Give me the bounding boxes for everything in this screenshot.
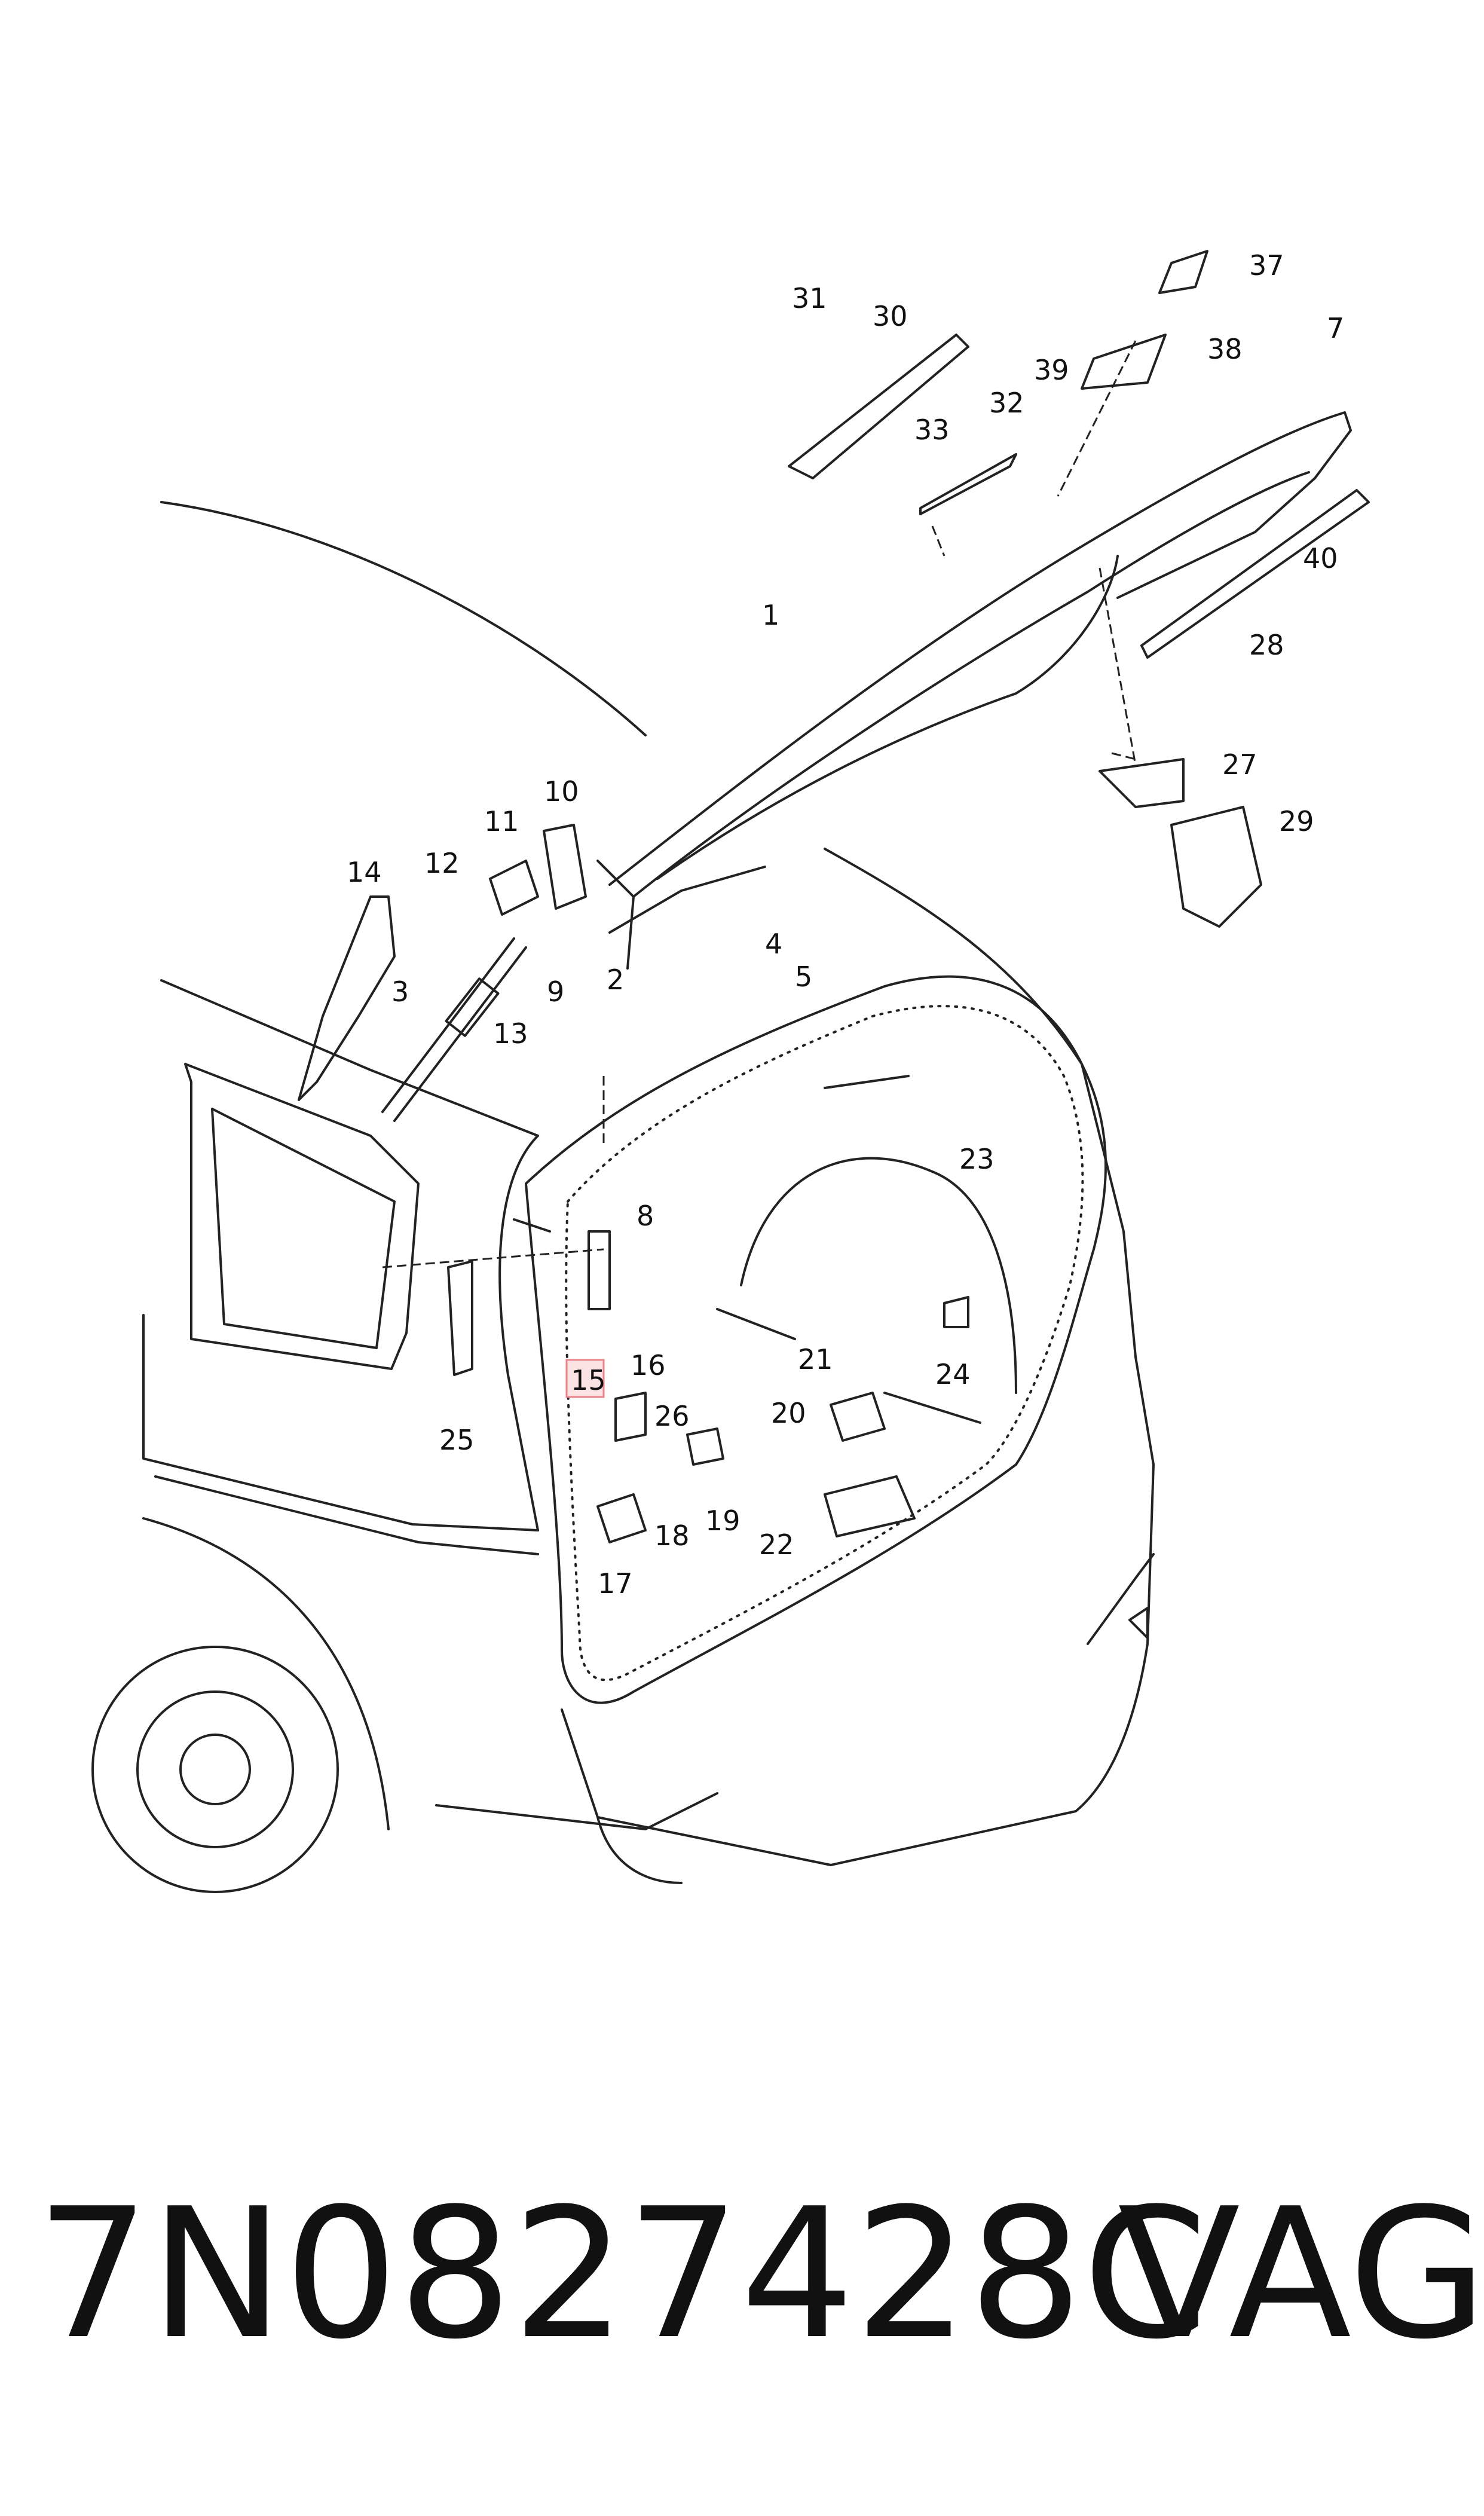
callout-3: 3 [391, 976, 409, 1008]
callout-23: 23 [959, 1143, 995, 1175]
callout-37: 37 [1249, 249, 1284, 282]
callout-16: 16 [631, 1349, 666, 1381]
callout-40: 40 [1303, 542, 1338, 574]
callout-24: 24 [935, 1358, 971, 1390]
callout-1: 1 [762, 599, 779, 631]
callout-13: 13 [493, 1017, 528, 1050]
callout-19: 19 [705, 1505, 741, 1537]
brand-label: VAG [1118, 2170, 1484, 2379]
callout-12: 12 [424, 847, 460, 879]
highlight-box [565, 1359, 605, 1398]
callout-33: 33 [914, 414, 950, 446]
callout-25: 25 [439, 1424, 475, 1456]
leader-lines [382, 340, 1137, 1268]
callout-10: 10 [544, 775, 579, 808]
callout-17: 17 [598, 1567, 633, 1600]
callout-39: 39 [1034, 354, 1069, 386]
callout-30: 30 [873, 300, 908, 332]
callout-14: 14 [347, 856, 382, 888]
callout-4: 4 [765, 928, 782, 960]
callout-2: 2 [607, 964, 624, 996]
vehicle-body-outline [91, 250, 1370, 1893]
callout-20: 20 [771, 1397, 806, 1429]
callout-5: 5 [795, 961, 812, 993]
callout-31: 31 [792, 282, 827, 314]
callout-labels: 15 1 2 3 4 5 7 8 9 10 11 12 13 14 16 17 … [347, 249, 1344, 1600]
callout-22: 22 [759, 1528, 794, 1561]
callout-15: 15 [571, 1364, 606, 1396]
callout-26: 26 [654, 1400, 690, 1432]
callout-9: 9 [547, 976, 564, 1008]
callout-8: 8 [637, 1200, 654, 1232]
callout-7: 7 [1327, 312, 1344, 344]
callout-38: 38 [1207, 333, 1243, 365]
callout-27: 27 [1222, 748, 1257, 781]
callout-11: 11 [484, 805, 519, 837]
parts-diagram: 15 1 2 3 4 5 7 8 9 10 11 12 13 14 16 17 … [91, 249, 1370, 1893]
callout-28: 28 [1249, 629, 1284, 661]
part-number: 7N0827428C [36, 2170, 1208, 2379]
callout-32: 32 [989, 387, 1024, 419]
callout-18: 18 [654, 1520, 690, 1552]
callout-29: 29 [1279, 805, 1314, 837]
callout-21: 21 [798, 1343, 833, 1375]
